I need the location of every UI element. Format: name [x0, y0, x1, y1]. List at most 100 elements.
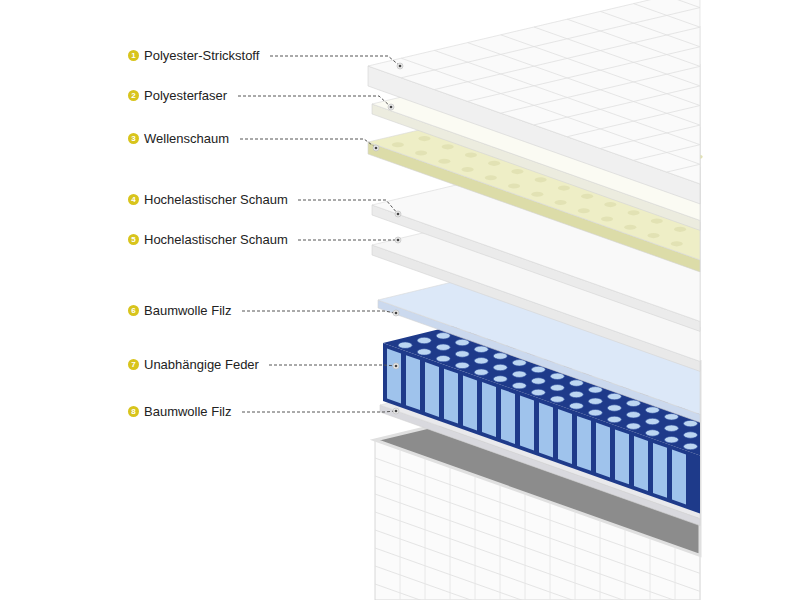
quilt-line [550, 502, 551, 600]
spring-top-cap [436, 344, 450, 350]
part-name: Baumwolle Filz [144, 404, 231, 420]
leader-line [298, 200, 398, 214]
spring-top-cap [493, 376, 507, 382]
spring-top-cap [569, 403, 583, 409]
callout-number: 8 [131, 408, 135, 416]
spring-top-cap [626, 423, 640, 429]
leader-line [242, 311, 396, 313]
spring-top-cap [474, 346, 488, 352]
callout-number: 5 [131, 236, 135, 244]
spring-top-cap [683, 432, 697, 438]
quilt-line [534, 27, 700, 86]
spring-top-cap [493, 353, 507, 359]
spring-top-cap [474, 358, 488, 364]
spring-top-cap [645, 418, 659, 424]
callout-circle: 8 [128, 406, 139, 417]
wave-bump [442, 144, 454, 149]
spring-top-cap [626, 412, 640, 418]
callout-circle: 3 [128, 133, 139, 144]
leader-dot [373, 145, 379, 151]
spring-top-cap [531, 378, 545, 384]
quilt-line [375, 548, 700, 600]
quilt-line [401, 8, 700, 78]
wave-bump [531, 192, 543, 197]
leader-dot [393, 408, 399, 414]
spring-top-cap [569, 380, 583, 386]
wave-bump [648, 233, 660, 238]
spring-top-cap [531, 389, 545, 395]
callout-circle: 4 [128, 194, 139, 205]
callout-number: 4 [131, 196, 135, 204]
spring-coil [577, 416, 591, 471]
spring-coil [596, 423, 610, 478]
spring-coil [539, 402, 553, 457]
callout-circle: 5 [128, 234, 139, 245]
spring-top-cap [645, 407, 659, 413]
spring-coil [672, 450, 686, 505]
wave-bump [601, 216, 613, 221]
leader-dot-centre [397, 239, 400, 242]
callout-circle: 7 [128, 359, 139, 370]
spring-top-cap [455, 339, 469, 345]
knit-cover [368, 0, 700, 204]
spring-top-cap [531, 366, 545, 372]
spring-top-cap [417, 337, 431, 343]
quilt-line [675, 547, 676, 600]
quilt-line [650, 538, 651, 600]
spring-top-cap [683, 420, 697, 426]
wave-bump [671, 241, 683, 246]
leader-dot-centre [390, 106, 393, 109]
wave-bump [508, 183, 520, 188]
leader-line [238, 96, 391, 107]
quilt-line [600, 520, 601, 600]
leader-dot [388, 104, 394, 110]
spring-coil [406, 355, 420, 410]
spring-top-cap [493, 364, 507, 370]
leader-dot-centre [397, 213, 400, 216]
wave-bump [651, 218, 663, 223]
spring-top-cap [588, 409, 602, 415]
spring-top-cap [455, 362, 469, 368]
wave-bump [535, 177, 547, 182]
leader-dot-centre [395, 312, 398, 315]
spring-top-cap [512, 371, 526, 377]
leader-line [298, 240, 398, 241]
callout-number: 2 [131, 92, 135, 100]
spring-coil [387, 348, 401, 403]
leader-line [269, 365, 396, 366]
quilt-line [700, 555, 701, 600]
quilt-line [375, 584, 700, 600]
quilt-line [500, 484, 501, 600]
part-name: Hochelastischer Schaum [144, 232, 288, 248]
spring-top-cap [550, 385, 564, 391]
part-name: Unabhängige Feder [144, 357, 259, 373]
spring-top-cap [588, 398, 602, 404]
spring-top-cap [607, 393, 621, 399]
spring-top-cap [569, 391, 583, 397]
callout-number: 3 [131, 135, 135, 143]
spring-top-cap [683, 443, 697, 449]
leader-line [242, 411, 396, 412]
wave-bump [558, 185, 570, 190]
spring-top-cap [436, 333, 450, 339]
wave-bump [674, 227, 686, 232]
spring-top-cap [512, 382, 526, 388]
spring-top-cap [607, 416, 621, 422]
wave-bump [485, 175, 497, 180]
spring-top-cap [664, 414, 678, 420]
spring-top-cap [550, 373, 564, 379]
quilt-line [468, 43, 700, 126]
leader-dot [395, 237, 401, 243]
leader-dot-centre [375, 147, 378, 150]
spring-top-cap [474, 369, 488, 375]
wave-bump [418, 136, 430, 141]
spring-top-cap [512, 360, 526, 366]
spring-coil [558, 409, 572, 464]
knit-cover-top [368, 0, 700, 184]
spring-top-cap [588, 387, 602, 393]
spring-top-cap [455, 351, 469, 357]
wave-bump [438, 159, 450, 164]
wave-bump [415, 150, 427, 155]
quilt-line [600, 11, 700, 46]
